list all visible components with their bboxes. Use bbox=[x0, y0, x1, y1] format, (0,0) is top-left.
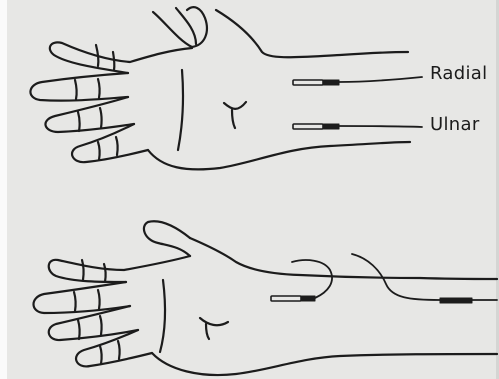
radial-electrode bbox=[293, 77, 422, 85]
ulnar-label: Ulnar bbox=[430, 116, 480, 134]
radial-label: Radial bbox=[430, 65, 487, 83]
upper-hand bbox=[30, 7, 410, 169]
ulnar-electrode bbox=[293, 124, 422, 129]
lower-hand bbox=[34, 221, 498, 375]
